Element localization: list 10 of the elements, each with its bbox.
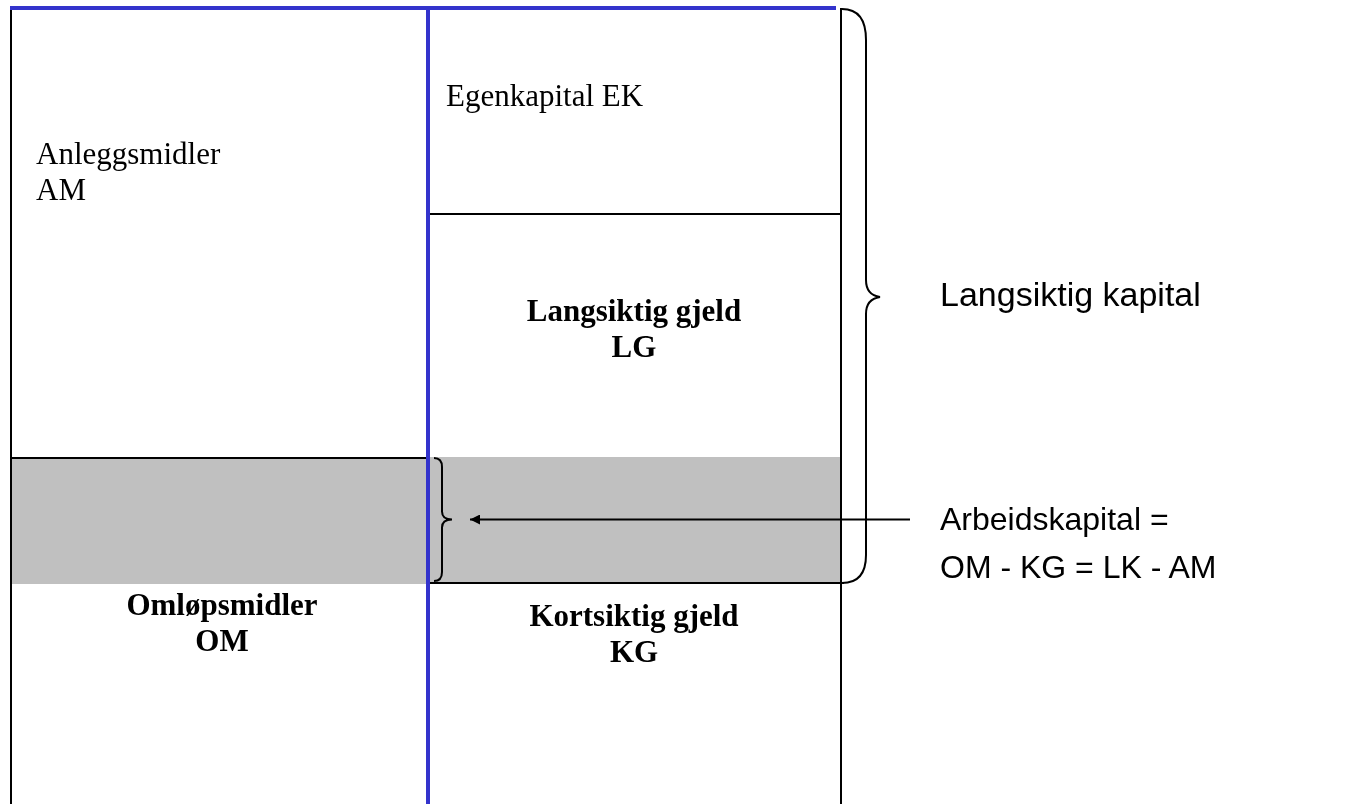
bracket-label: Langsiktig kapital: [940, 274, 1201, 315]
cell-label: Egenkapital EK: [446, 78, 645, 114]
arrow: [469, 514, 911, 525]
formula-text: Arbeidskapital = OM - KG = LK - AM: [940, 500, 1218, 587]
cell-label: Anleggsmidler AM: [36, 136, 222, 208]
shaded-band: [10, 457, 842, 584]
cell-label: Omløpsmidler OM: [125, 587, 319, 659]
cell-label: Kortsiktig gjeld KG: [528, 598, 740, 670]
cell-label: Langsiktig gjeld LG: [525, 293, 743, 365]
balance-cell: [428, 8, 842, 215]
